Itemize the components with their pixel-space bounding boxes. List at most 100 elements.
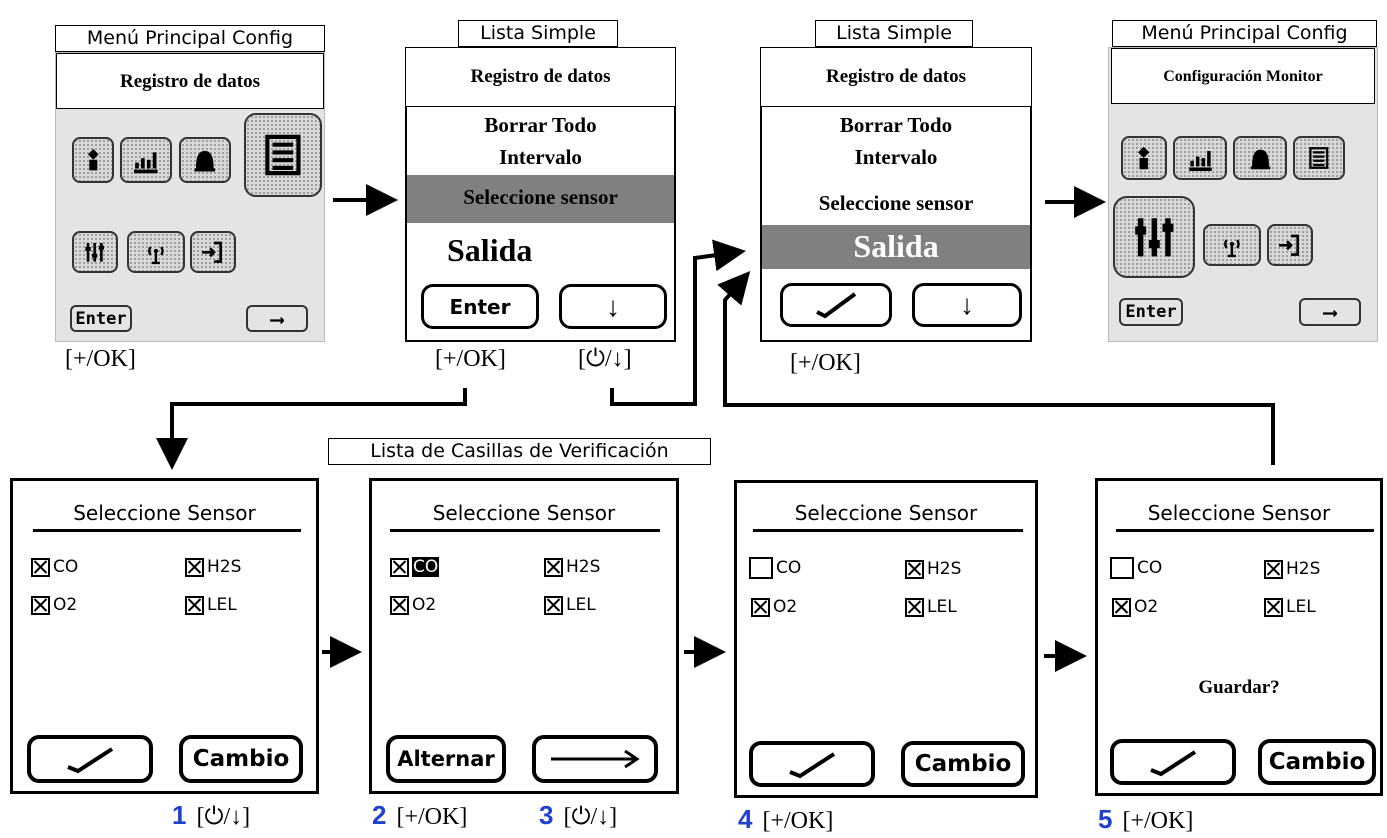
step-number: 5 (1098, 804, 1113, 834)
down-softkey[interactable]: ↓ (559, 284, 667, 329)
checkbox-screen-3: Seleccione Sensor CO H2S O2 LEL Cambio (734, 480, 1038, 798)
checkbox-box (1264, 597, 1283, 617)
datalog-icon (244, 113, 322, 197)
checkbox-box (185, 595, 204, 615)
checkbox-label: LEL (927, 597, 957, 617)
key-ok-3: [+/OK] (790, 350, 861, 376)
menu-item-select-sensor[interactable]: Seleccione sensor (818, 191, 974, 215)
key-ok: [+/OK] (1122, 808, 1194, 834)
simple-list-screen-2: Registro de datos Borrar Todo Intervalo … (760, 47, 1032, 342)
menu-item-clear-all[interactable]: Borrar Todo (484, 113, 597, 137)
checkbox-box (185, 557, 204, 577)
chart-icon (1173, 136, 1227, 180)
device-screen-photo-1: Registro de datos Enter ⟶ (55, 52, 325, 342)
checkbox-box (390, 557, 409, 577)
checkbox-label: LEL (566, 595, 596, 615)
checkbox-lel[interactable]: LEL (185, 595, 237, 615)
key-ok-2: [+/OK] (435, 346, 506, 372)
checkbox-lel[interactable]: LEL (1264, 597, 1316, 617)
checkbox-o2[interactable]: O2 (31, 595, 77, 615)
enter-softkey[interactable]: Enter (421, 284, 539, 329)
checkbox-h2s[interactable]: H2S (1264, 559, 1320, 579)
checkbox-h2s[interactable]: H2S (905, 559, 961, 579)
screen-title: Seleccione Sensor (73, 501, 256, 525)
step-3: 3 [⏻/↓] (539, 800, 617, 831)
toggle-softkey[interactable]: Alternar (386, 735, 506, 783)
checkbox-box (905, 597, 924, 617)
checkbox-label: H2S (927, 559, 962, 579)
screen-title: Seleccione Sensor (794, 501, 978, 525)
key-ok: [+/OK] (396, 804, 468, 830)
enter-softkey[interactable]: Enter (70, 305, 132, 332)
key-down: [⏻/↓] (196, 804, 251, 830)
device-screen-photo-2: Configuración Monitor Enter ⟶ (1108, 47, 1378, 342)
checkbox-label: O2 (53, 595, 78, 615)
menu-item-interval[interactable]: Intervalo (499, 145, 582, 169)
arrow-2-5 (156, 388, 467, 470)
next-softkey[interactable]: ⟶ (246, 305, 308, 332)
arrow-8-3 (717, 270, 1275, 465)
checkbox-label: H2S (566, 557, 601, 577)
checkbox-o2[interactable]: O2 (390, 595, 436, 615)
save-prompt: Guardar? (1198, 677, 1280, 698)
checkbox-co[interactable]: CO (1110, 557, 1162, 579)
checkbox-box (1264, 559, 1283, 579)
checkbox-box (31, 557, 50, 577)
down-softkey[interactable]: ↓ (912, 283, 1022, 327)
next-softkey[interactable] (532, 735, 658, 783)
wireless-icon (127, 231, 185, 273)
check-softkey[interactable] (780, 283, 892, 327)
checkbox-label: LEL (207, 595, 237, 615)
check-softkey[interactable] (1110, 739, 1236, 785)
screen-header: Registro de datos (56, 53, 324, 109)
divider (1116, 529, 1374, 532)
key-down: [⏻/↓] (563, 804, 618, 830)
checkbox-screen-4: Seleccione Sensor CO H2S O2 LEL Guardar?… (1095, 478, 1383, 796)
checkbox-o2[interactable]: O2 (751, 597, 797, 617)
checkbox-h2s[interactable]: H2S (185, 557, 241, 577)
change-softkey[interactable]: Cambio (179, 735, 303, 783)
caption-main-config-2: Menú Principal Config (1112, 20, 1377, 47)
checkbox-screen-1: Seleccione Sensor CO H2S O2 LEL Cambio (10, 478, 319, 794)
screen-header: Registro de datos (760, 47, 1032, 107)
caption-checkbox-list: Lista de Casillas de Verificación (328, 438, 711, 465)
menu-item-interval[interactable]: Intervalo (854, 145, 938, 169)
change-softkey[interactable]: Cambio (901, 741, 1025, 787)
divider (753, 529, 1023, 532)
checkbox-label: H2S (1286, 559, 1321, 579)
checkbox-co[interactable]: CO (31, 557, 78, 577)
next-softkey[interactable]: ⟶ (1299, 298, 1361, 326)
sensor-icon (72, 137, 114, 183)
checkbox-h2s[interactable]: H2S (544, 557, 600, 577)
screen-header: Configuración Monitor (1111, 48, 1375, 104)
check-icon (789, 752, 836, 779)
enter-softkey[interactable]: Enter (1119, 298, 1183, 326)
menu-item-exit[interactable]: Salida (762, 225, 1030, 269)
checkbox-label: O2 (412, 595, 437, 615)
checkbox-lel[interactable]: LEL (544, 595, 596, 615)
check-softkey[interactable] (749, 741, 875, 787)
menu-item-select-sensor[interactable]: Seleccione sensor (407, 175, 674, 223)
checkbox-o2[interactable]: O2 (1112, 597, 1158, 617)
settings-sliders-icon (72, 231, 118, 273)
checkbox-box (31, 595, 50, 615)
checkbox-lel[interactable]: LEL (905, 597, 957, 617)
step-5: 5 [+/OK] (1098, 804, 1193, 835)
checkbox-label: LEL (1286, 597, 1316, 617)
alarm-icon (1233, 136, 1287, 180)
menu-item-clear-all[interactable]: Borrar Todo (839, 113, 953, 137)
check-icon (816, 292, 857, 319)
step-number: 2 (372, 800, 387, 830)
menu-item-exit[interactable]: Salida (447, 232, 533, 268)
checkbox-box (390, 595, 409, 615)
key-ok: [+/OK] (762, 808, 834, 834)
change-softkey[interactable]: Cambio (1258, 739, 1376, 785)
check-softkey[interactable] (27, 735, 153, 783)
settings-sliders-icon (1113, 196, 1195, 278)
alarm-icon (179, 137, 231, 183)
checkbox-co[interactable]: CO (749, 557, 801, 579)
checkbox-label: O2 (773, 597, 798, 617)
checkbox-label: CO (53, 557, 79, 577)
check-icon (67, 747, 114, 774)
checkbox-co[interactable]: CO (390, 557, 440, 577)
